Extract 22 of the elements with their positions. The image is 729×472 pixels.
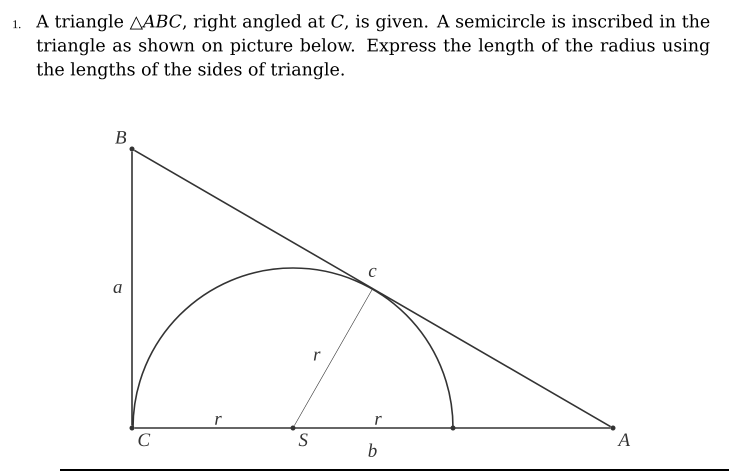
node-label: A	[617, 433, 630, 446]
node-label: B	[115, 131, 126, 144]
edge-label: c	[368, 268, 376, 277]
segment-label: r	[215, 416, 222, 425]
center-point: S	[290, 426, 308, 446]
problem-text: A triangle △ABC, right angled at C, is given. A semicircle is inscribed in the triangle as shown on picture below. Express the length of the radius using the lengths of the sides of triangle.	[36, 14, 710, 80]
radius-line	[294, 288, 374, 426]
endpoint	[450, 426, 456, 430]
segment-label: r	[375, 416, 382, 425]
vertex-point: A	[610, 426, 630, 446]
side-line	[131, 152, 133, 426]
side-line	[134, 427, 610, 429]
side-line	[134, 150, 612, 428]
edge-label: r	[314, 352, 321, 360]
vertex-point: B	[115, 131, 134, 152]
semicircle-arc	[132, 267, 454, 428]
node-label: S	[298, 433, 308, 446]
edge-label: a	[114, 284, 122, 294]
edge-label: b	[368, 444, 377, 457]
vertex-point: C	[130, 426, 150, 446]
node-label: C	[138, 433, 150, 446]
problem-number: 1.	[13, 20, 20, 28]
